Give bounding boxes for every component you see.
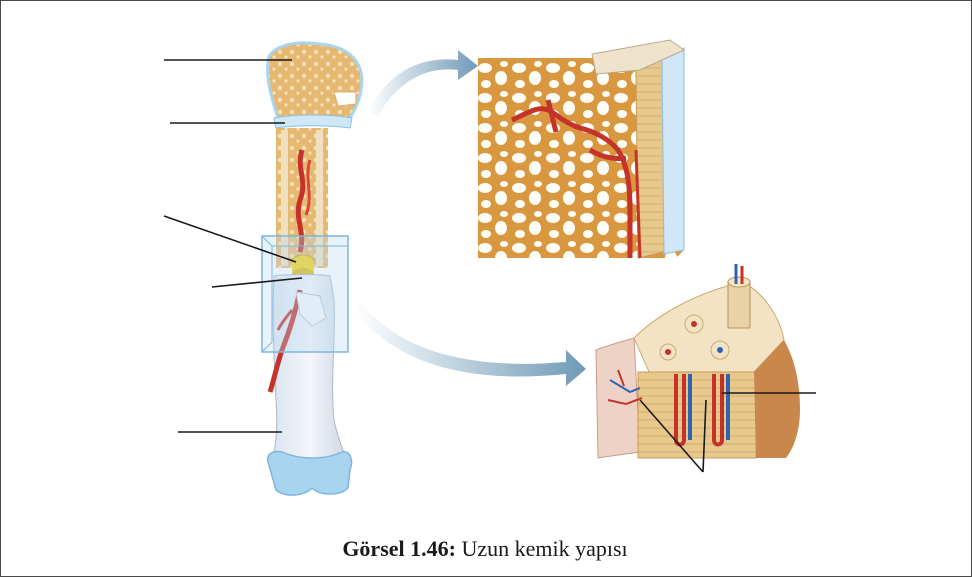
leader-line-3 [163,215,297,263]
caption-prefix: Görsel 1.46: [342,536,456,561]
label-lines-left [163,59,303,433]
leader-line-4 [211,277,303,288]
nutrient-artery [267,289,303,393]
leader-line-7 [639,399,704,473]
arrow-to-spongy [368,50,478,116]
distal-epiphysis [266,450,353,496]
caption-text: Uzun kemik yapısı [455,536,628,561]
lamellar-block [637,371,757,459]
periosteum-band [661,47,685,255]
periosteum-flap [295,291,327,327]
magnification-box [261,235,349,353]
spongy-vessels [510,106,633,258]
epiphyseal-line [273,114,353,129]
magnify-arrows [354,50,586,386]
osteon-cylinder [727,281,751,329]
spongy-bone-detail [478,39,685,259]
figure-caption: Görsel 1.46: Uzun kemik yapısı [0,536,970,562]
compact-bone-detail [595,264,800,459]
label-lines-right [639,392,816,473]
proximal-epiphysis [266,41,364,120]
leader-line-8 [702,399,707,473]
arrow-to-compact [354,302,586,386]
long-bone [261,41,364,496]
osteon-surface [633,281,785,375]
